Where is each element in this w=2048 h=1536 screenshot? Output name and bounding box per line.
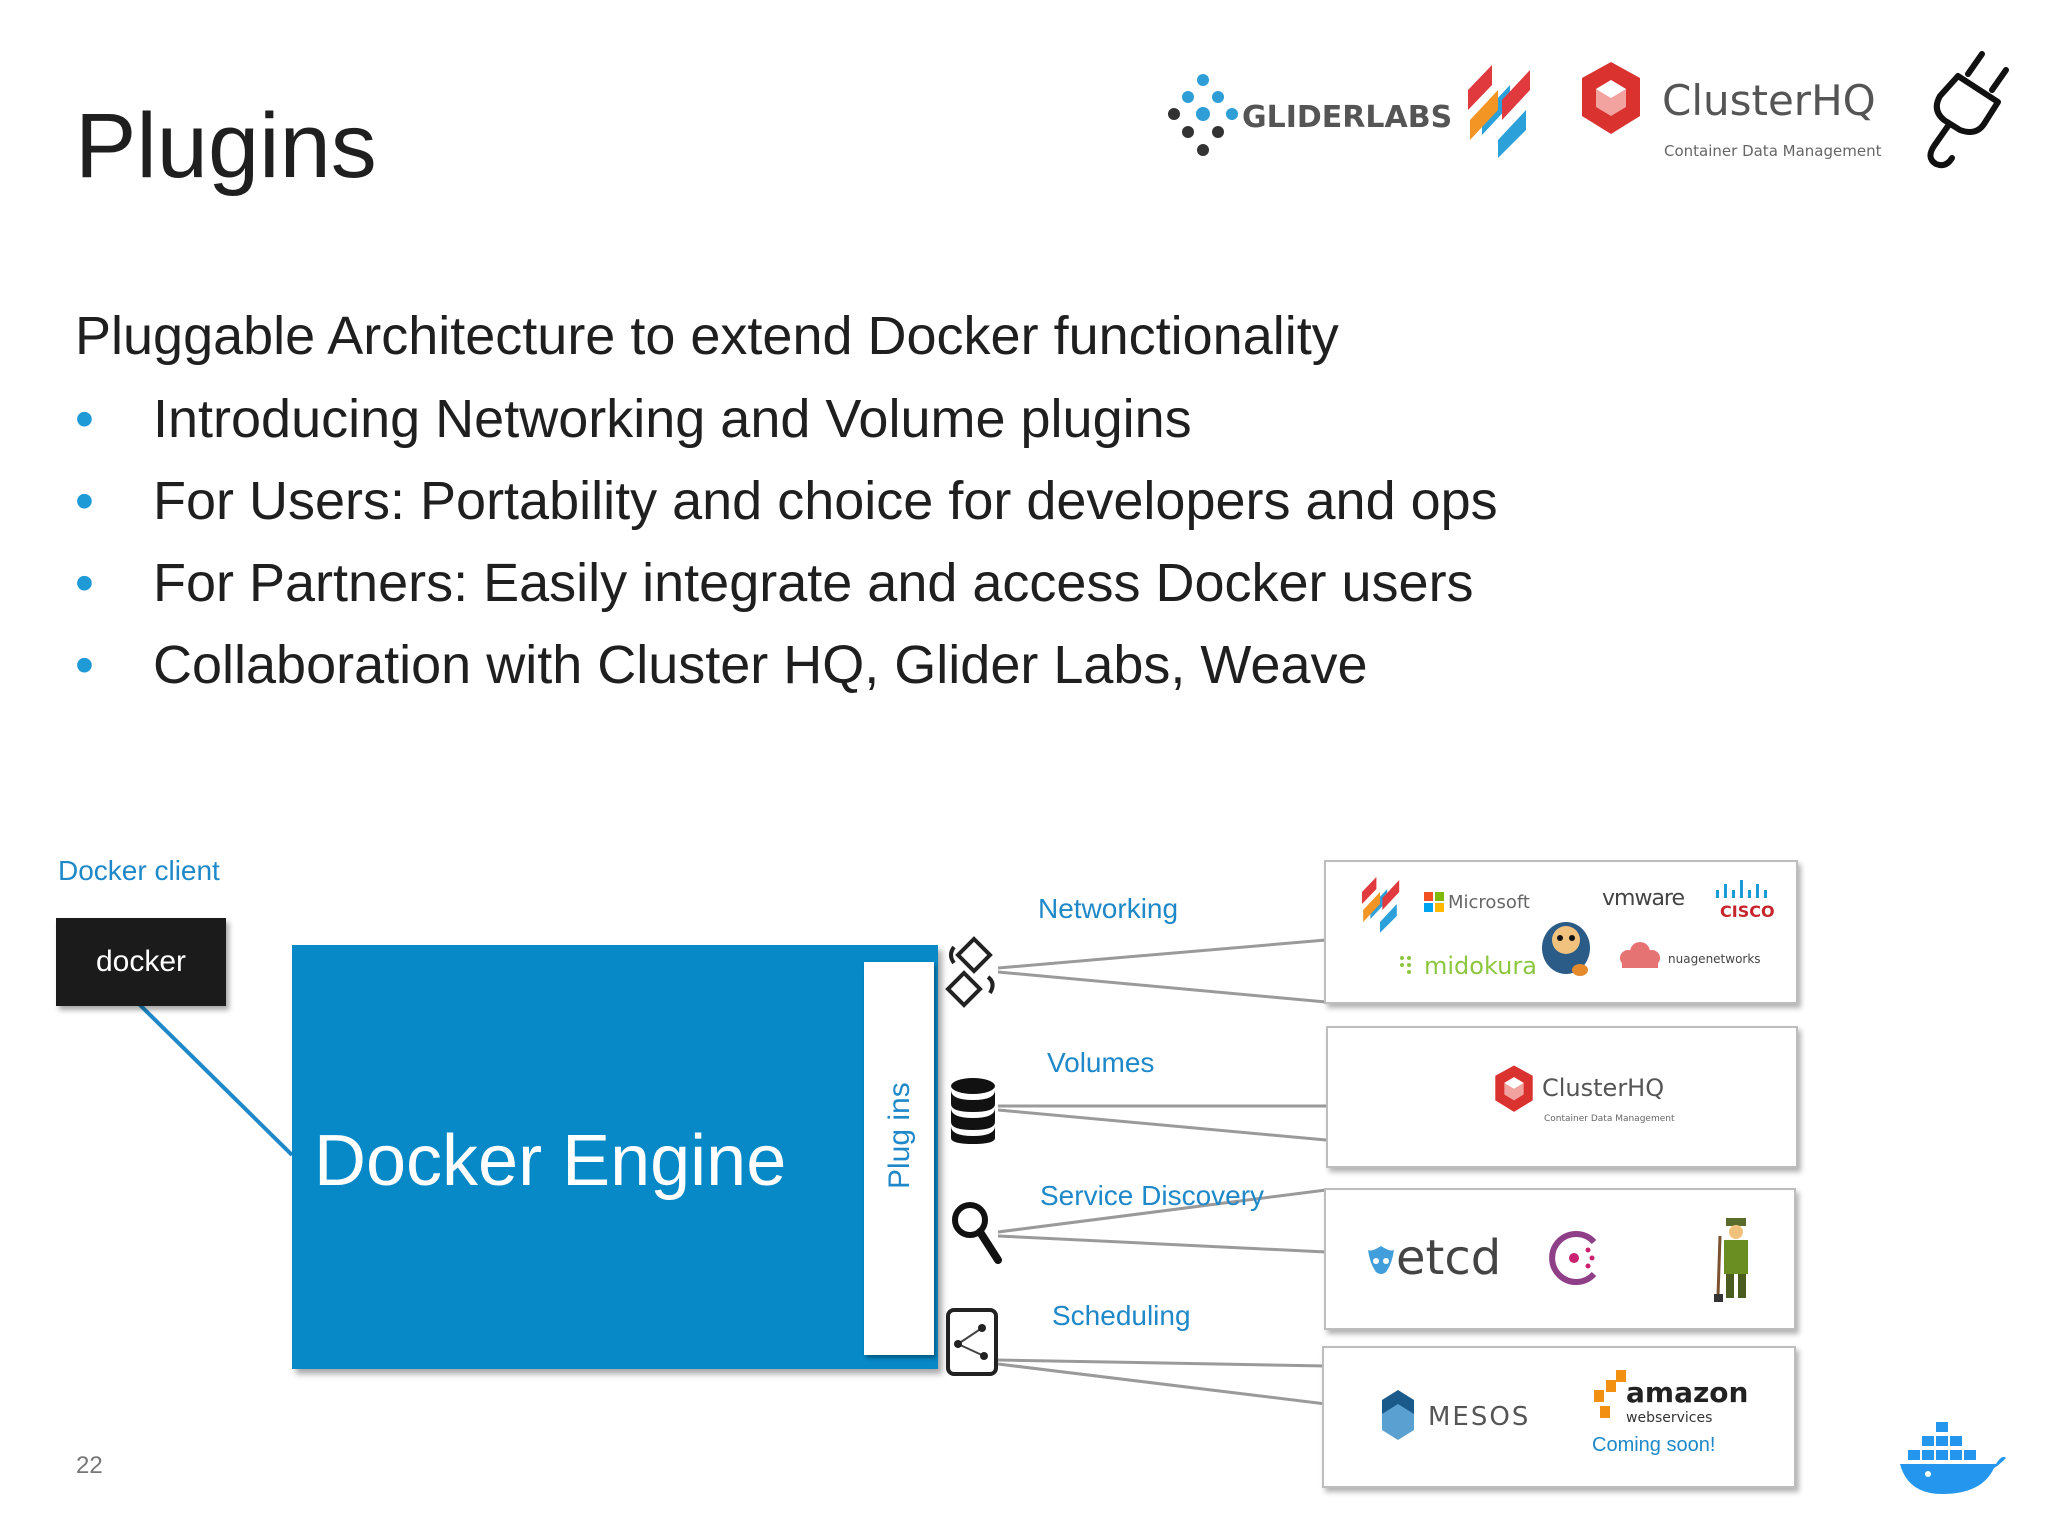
etcd-wordmark: etcd	[1396, 1230, 1502, 1286]
mesos-wordmark: MESOS	[1428, 1402, 1531, 1432]
bullet-text: Introducing Networking and Volume plugin…	[153, 389, 1192, 449]
networking-connector-top	[997, 938, 1327, 970]
docker-whale-mascot-icon	[1542, 922, 1590, 976]
docker-engine-box	[292, 945, 938, 1369]
bullet-marker: •	[75, 635, 94, 695]
nuage-wordmark: nuagenetworks	[1668, 952, 1761, 966]
client-engine-connector	[138, 1003, 294, 1157]
volumes-connector-bottom	[997, 1108, 1327, 1142]
weave-logo-icon	[1468, 65, 1530, 158]
networking-icon	[945, 936, 995, 1008]
discovery-connector-top	[997, 1188, 1327, 1234]
aws-logo-icon	[1594, 1370, 1626, 1418]
bullet-text: For Users: Portability and choice for de…	[153, 471, 1498, 531]
coming-soon-label: Coming soon!	[1592, 1434, 1716, 1456]
cisco-logo-icon	[1716, 880, 1767, 898]
plugins-strip	[864, 962, 934, 1355]
cisco-wordmark: CISCO	[1720, 902, 1775, 921]
bullet-text: Collaboration with Cluster HQ, Glider La…	[153, 635, 1368, 695]
consul-logo-icon	[1549, 1231, 1597, 1285]
page-number: 22	[76, 1452, 103, 1479]
networking-label: Networking	[1038, 893, 1179, 924]
midokura-wordmark: midokura	[1424, 952, 1537, 980]
service-discovery-label: Service Discovery	[1040, 1180, 1265, 1211]
docker-engine-label: Docker Engine	[314, 1121, 787, 1201]
networking-partners-box: Microsoft vmware CISCO midokura nuagenet…	[1324, 860, 1798, 1004]
scheduling-label: Scheduling	[1052, 1300, 1191, 1331]
clusterhq-logo: ClusterHQ Container Data Management	[1580, 58, 1881, 168]
docker-client-box-label: docker	[95, 945, 187, 978]
bullet-text: For Partners: Easily integrate and acces…	[153, 553, 1474, 613]
plugins-label: Plug ins	[883, 1082, 916, 1189]
clusterhq-tagline: Container Data Management	[1544, 1114, 1675, 1124]
nuage-logo-icon	[1620, 942, 1660, 968]
intro-text: Pluggable Architecture to extend Docker …	[75, 306, 1339, 366]
scheduling-connector-bottom	[997, 1362, 1327, 1406]
microsoft-logo-icon	[1424, 892, 1444, 912]
clusterhq-tagline: Container Data Management	[1664, 142, 1882, 160]
clusterhq-logo-icon	[1582, 62, 1640, 134]
discovery-connector-bottom	[997, 1234, 1327, 1254]
clusterhq-wordmark: ClusterHQ	[1662, 76, 1876, 125]
clusterhq-wordmark: ClusterHQ	[1542, 1074, 1665, 1102]
bullet-marker: •	[75, 471, 94, 531]
bullet-marker: •	[75, 553, 94, 613]
scheduling-icon	[946, 1308, 998, 1376]
gliderlabs-wordmark: GLIDERLABS	[1242, 100, 1453, 135]
zookeeper-keeper-icon	[1714, 1218, 1748, 1302]
mesos-logo-icon	[1382, 1390, 1414, 1440]
gliderlabs-logo: GLIDERLABS	[1168, 72, 1452, 162]
plug-icon	[1927, 51, 2009, 169]
docker-whale-icon	[1900, 1422, 2006, 1494]
clusterhq-logo-icon	[1495, 1065, 1533, 1112]
scheduling-partners-box: MESOS amazon webservices Coming soon!	[1322, 1346, 1796, 1488]
weave-logo-icon	[1362, 877, 1400, 933]
magnifier-icon	[952, 1202, 1002, 1264]
vmware-wordmark: vmware	[1602, 886, 1685, 911]
bullet-marker: •	[75, 389, 94, 449]
etcd-logo-icon	[1368, 1246, 1394, 1274]
amazon-wordmark: amazon	[1626, 1376, 1749, 1409]
volumes-label: Volumes	[1047, 1047, 1155, 1078]
database-icon	[951, 1078, 995, 1144]
volumes-partners-box: ClusterHQ Container Data Management	[1326, 1026, 1798, 1168]
networking-connector-bottom	[997, 970, 1327, 1004]
microsoft-wordmark: Microsoft	[1448, 892, 1530, 913]
docker-client-label: Docker client	[58, 855, 220, 886]
midokura-logo-icon	[1400, 956, 1411, 974]
slide-title: Plugins	[75, 95, 377, 197]
service-discovery-partners-box: etcd	[1324, 1188, 1796, 1330]
scheduling-connector-top	[997, 1358, 1327, 1368]
docker-client-box: docker	[56, 918, 226, 1006]
gliderlabs-logo-icon	[1168, 74, 1238, 156]
amazon-webservices-wordmark: webservices	[1626, 1410, 1713, 1426]
